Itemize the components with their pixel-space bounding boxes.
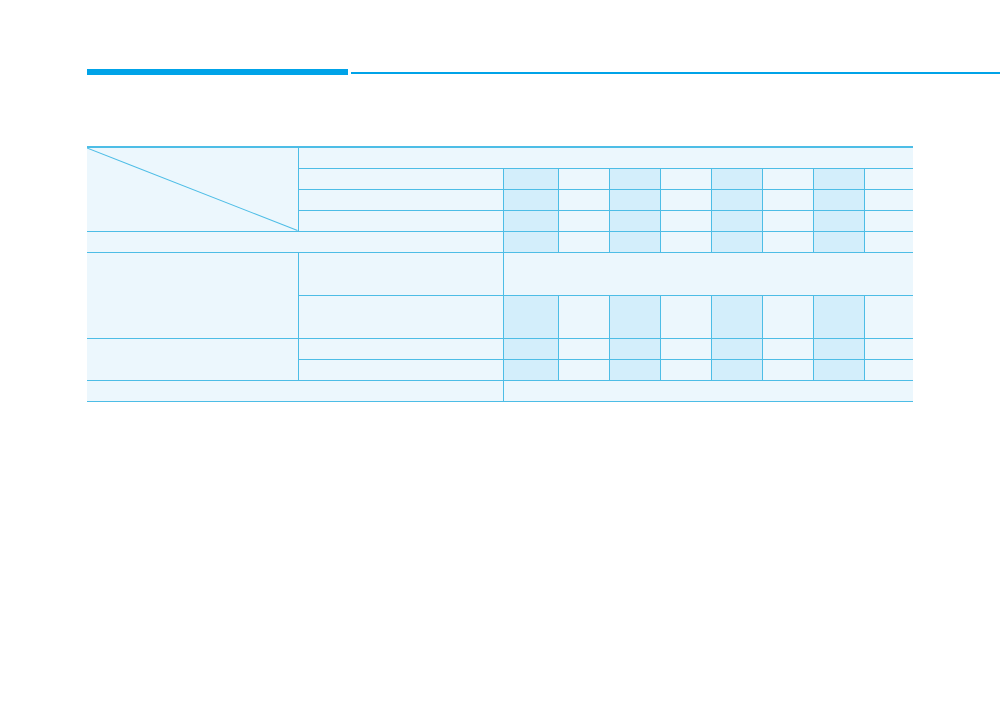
table-cell bbox=[298, 294, 504, 339]
table-cell bbox=[761, 230, 814, 253]
table-row bbox=[87, 230, 914, 253]
table-cell bbox=[710, 358, 763, 381]
table-cell bbox=[659, 209, 712, 232]
table-cell bbox=[659, 358, 712, 381]
table-cell bbox=[659, 188, 712, 211]
title-accent-bar bbox=[87, 69, 348, 75]
table-row bbox=[87, 167, 914, 190]
table-cell bbox=[502, 337, 559, 360]
table-cell bbox=[557, 358, 610, 381]
table-row bbox=[87, 294, 914, 339]
table-cell bbox=[557, 167, 610, 190]
table-cell bbox=[502, 209, 559, 232]
specification-table bbox=[87, 146, 914, 402]
table-cell bbox=[297, 146, 914, 169]
table-cell bbox=[710, 337, 763, 360]
table-cell bbox=[863, 337, 914, 360]
table-cell bbox=[608, 358, 661, 381]
table-cell bbox=[761, 188, 814, 211]
table-cell bbox=[659, 294, 712, 339]
table-row bbox=[87, 379, 914, 402]
table-cell bbox=[502, 230, 559, 253]
table-cell bbox=[812, 358, 865, 381]
table-cell bbox=[710, 209, 763, 232]
table-row bbox=[87, 209, 914, 232]
table-cell bbox=[812, 209, 865, 232]
table-cell bbox=[557, 337, 610, 360]
table-cell bbox=[761, 337, 814, 360]
table-cell bbox=[608, 230, 661, 253]
table-cell bbox=[863, 167, 914, 190]
table-cell bbox=[812, 230, 865, 253]
table-cell bbox=[608, 167, 661, 190]
table-cell bbox=[87, 337, 299, 381]
table-cell bbox=[863, 230, 914, 253]
table-cell bbox=[502, 358, 559, 381]
table-cell bbox=[761, 167, 814, 190]
table-cell bbox=[557, 230, 610, 253]
table-cell bbox=[608, 337, 661, 360]
table-cell bbox=[87, 379, 504, 402]
table-cell bbox=[608, 209, 661, 232]
table-cell bbox=[761, 209, 814, 232]
table-cell bbox=[297, 337, 504, 360]
table-cell bbox=[863, 294, 914, 339]
table-row bbox=[87, 146, 914, 232]
table-cell bbox=[659, 230, 712, 253]
table-cell bbox=[659, 167, 712, 190]
table-row bbox=[87, 358, 914, 381]
table-cell bbox=[502, 251, 914, 296]
table-cell bbox=[710, 294, 763, 339]
table-cell bbox=[863, 209, 914, 232]
table-cell bbox=[298, 358, 504, 381]
table-cell bbox=[557, 188, 610, 211]
table-cell bbox=[761, 294, 814, 339]
table-row bbox=[87, 188, 914, 211]
table-cell bbox=[812, 294, 865, 339]
table-cell bbox=[502, 167, 559, 190]
table-cell bbox=[502, 188, 559, 211]
table-cell bbox=[87, 230, 504, 253]
table-row bbox=[87, 337, 914, 381]
table-cell bbox=[557, 209, 610, 232]
table-cell bbox=[761, 358, 814, 381]
table-cell bbox=[298, 167, 504, 190]
table-cell bbox=[710, 188, 763, 211]
table-cell bbox=[297, 251, 504, 296]
table-cell bbox=[502, 379, 914, 402]
table-cell bbox=[502, 294, 559, 339]
table-row bbox=[87, 251, 914, 339]
table-cell bbox=[863, 188, 914, 211]
diagonal-corner-cell bbox=[87, 146, 299, 232]
table-cell bbox=[608, 188, 661, 211]
diagonal-line-icon bbox=[87, 148, 298, 231]
table-cell bbox=[812, 188, 865, 211]
table-cell bbox=[812, 337, 865, 360]
table-cell bbox=[710, 230, 763, 253]
table-cell bbox=[710, 167, 763, 190]
table-cell bbox=[298, 188, 504, 211]
table-cell bbox=[557, 294, 610, 339]
title-rule-line bbox=[351, 72, 1000, 74]
table-cell bbox=[863, 358, 914, 381]
table-cell bbox=[298, 209, 504, 232]
table-cell bbox=[659, 337, 712, 360]
table-cell bbox=[87, 251, 299, 339]
table-cell bbox=[812, 167, 865, 190]
table-cell bbox=[608, 294, 661, 339]
